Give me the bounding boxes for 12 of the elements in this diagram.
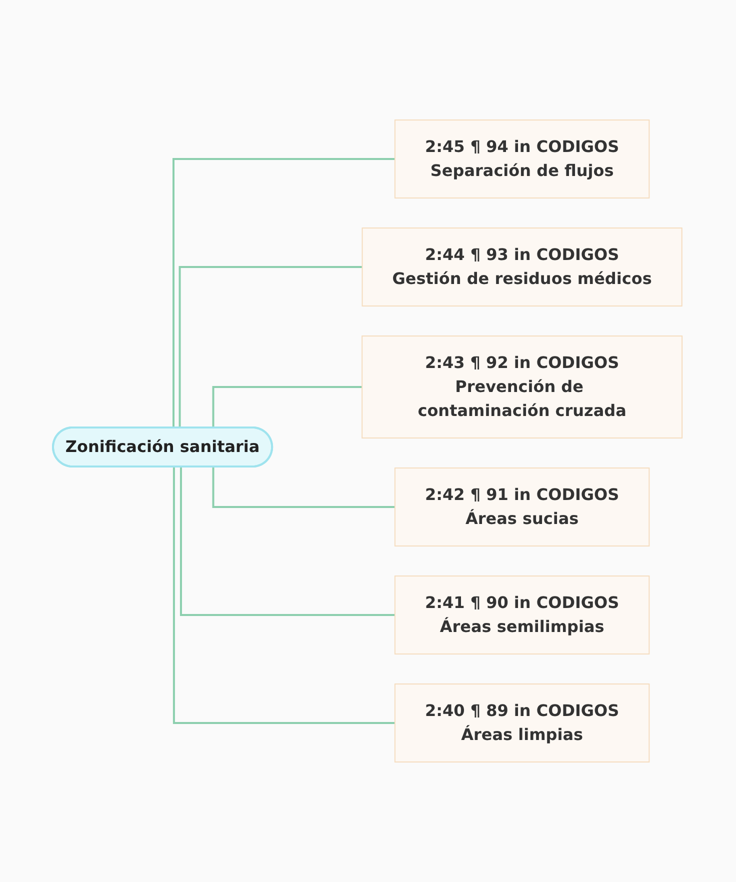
connector bbox=[212, 467, 396, 508]
connector bbox=[180, 467, 396, 616]
node-box: 2:44 ¶ 93 in CODIGOS Gestión de residuos médicos bbox=[362, 228, 683, 306]
node-box: 2:40 ¶ 89 in CODIGOS Áreas limpias bbox=[394, 683, 650, 762]
connector bbox=[179, 266, 363, 428]
connector bbox=[212, 386, 363, 428]
connector bbox=[172, 158, 396, 428]
node-box: 2:41 ¶ 90 in CODIGOS Áreas semilimpias bbox=[394, 576, 650, 654]
connector bbox=[173, 467, 396, 724]
node-box: 2:45 ¶ 94 in CODIGOS Separación de flujos bbox=[394, 120, 650, 198]
node-box: 2:42 ¶ 91 in CODIGOS Áreas sucias bbox=[394, 468, 650, 546]
node-box: 2:43 ¶ 92 in CODIGOS Prevención de contaminación cruzada bbox=[362, 336, 684, 438]
